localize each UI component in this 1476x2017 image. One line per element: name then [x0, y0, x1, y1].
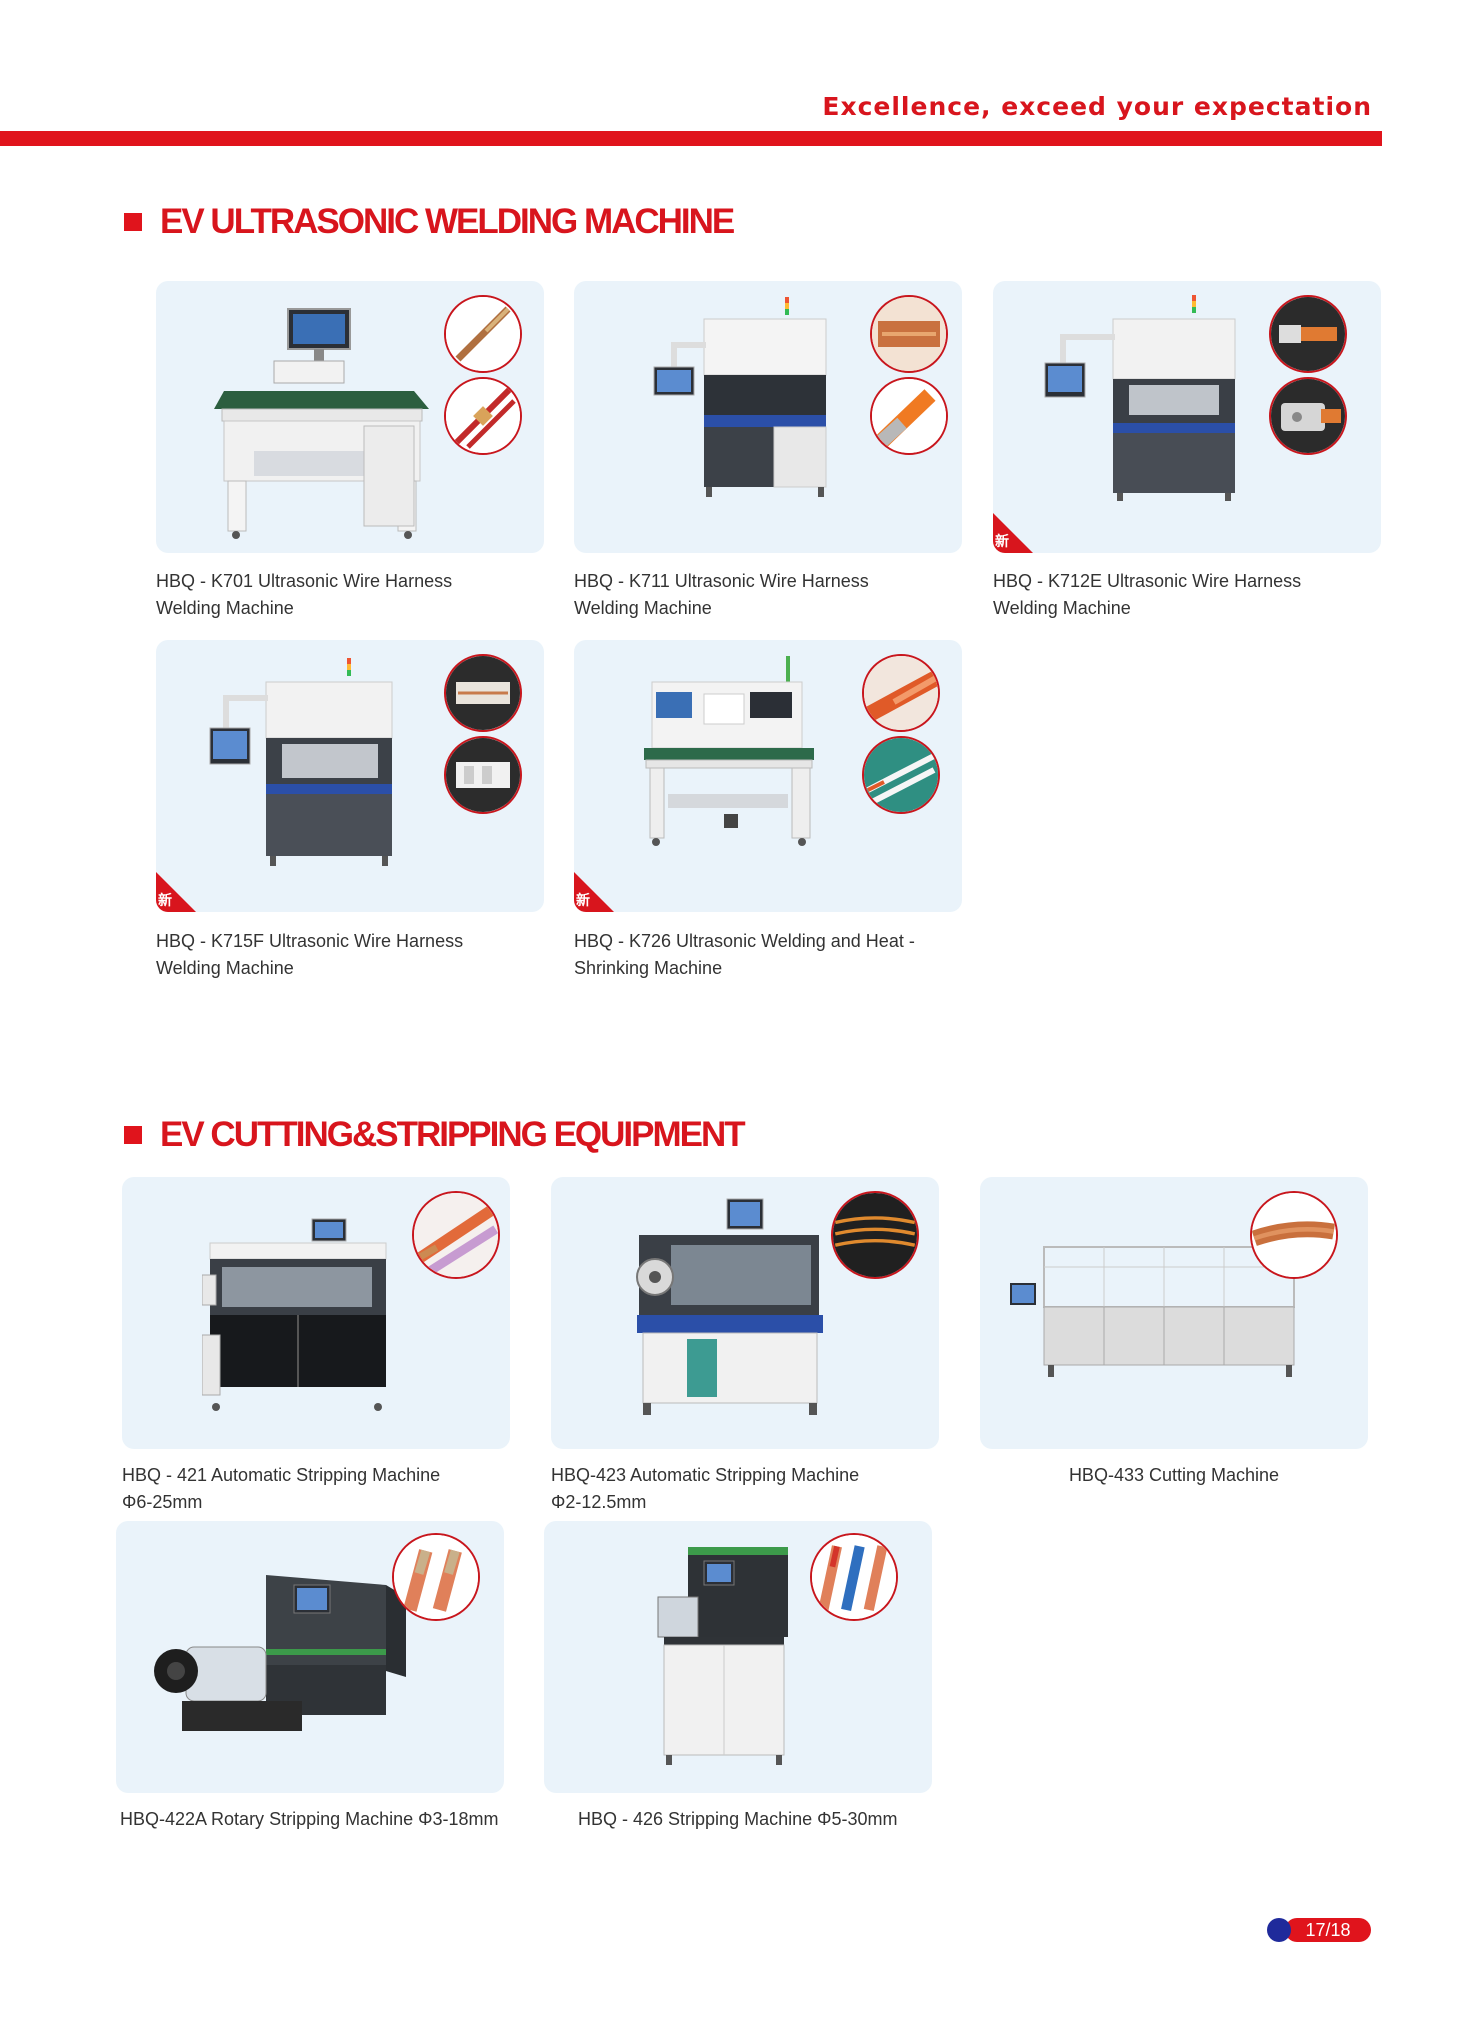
new-badge-label: 新 — [995, 534, 1009, 550]
caption-line2: Φ6-25mm — [122, 1492, 203, 1512]
machine-image — [1044, 295, 1236, 501]
detail-photo — [831, 1191, 919, 1279]
detail-photo-bottom — [870, 377, 948, 455]
product-card-k712e[interactable]: 新 — [993, 281, 1381, 553]
title-square-icon — [124, 1126, 142, 1144]
caption-line1: HBQ - K701 Ultrasonic Wire Harness — [156, 571, 453, 591]
product-card-k701[interactable] — [156, 281, 544, 553]
detail-photo-top — [1269, 295, 1347, 373]
new-badge: 新 — [156, 872, 196, 912]
new-badge: 新 — [993, 513, 1033, 553]
caption-line1: HBQ-422A Rotary Stripping Machine Φ3-18m… — [120, 1809, 499, 1829]
caption-line1: HBQ-423 Automatic Stripping Machine — [551, 1465, 860, 1485]
machine-image — [636, 1198, 823, 1415]
caption-line2: Welding Machine — [993, 598, 1131, 618]
machine-image — [214, 308, 429, 539]
caption-line1: HBQ - K715F Ultrasonic Wire Harness — [156, 931, 464, 951]
machine-image — [1010, 1246, 1295, 1377]
detail-photo-bottom — [1269, 377, 1347, 455]
product-caption: HBQ-423 Automatic Stripping Machine Φ2-1… — [551, 1462, 859, 1516]
product-caption: HBQ-422A Rotary Stripping Machine Φ3-18m… — [120, 1806, 499, 1833]
product-caption: HBQ - K701 Ultrasonic Wire Harness Weldi… — [156, 568, 452, 622]
header-red-bar — [0, 131, 1382, 146]
product-caption: HBQ - K711 Ultrasonic Wire Harness Weldi… — [574, 568, 869, 622]
machine-image — [644, 656, 814, 846]
machine-image — [653, 297, 827, 497]
caption-line1: HBQ - K711 Ultrasonic Wire Harness — [574, 571, 869, 591]
caption-line1: HBQ - K712E Ultrasonic Wire Harness — [993, 571, 1302, 591]
page-dot-icon — [1267, 1918, 1291, 1942]
product-card-426[interactable] — [544, 1521, 932, 1793]
header-tagline: Excellence, exceed your expectation — [822, 92, 1372, 121]
product-caption: HBQ - K712E Ultrasonic Wire Harness Weld… — [993, 568, 1301, 622]
product-card-421[interactable] — [122, 1177, 510, 1449]
new-badge-label: 新 — [576, 893, 590, 909]
product-caption: HBQ - K726 Ultrasonic Welding and Heat -… — [574, 928, 915, 982]
product-caption: HBQ-433 Cutting Machine — [980, 1462, 1368, 1489]
product-caption: HBQ - 426 Stripping Machine Φ5-30mm — [578, 1806, 898, 1833]
machine-image — [209, 658, 393, 866]
product-card-422a[interactable] — [116, 1521, 504, 1793]
detail-photo-bottom — [862, 736, 940, 814]
page-number: 17/18 — [1285, 1918, 1371, 1942]
title-square-icon — [124, 213, 142, 231]
section-title-cutting: EV CUTTING&STRIPPING EQUIPMENT — [124, 1115, 746, 1155]
product-card-433[interactable] — [980, 1177, 1368, 1449]
detail-photo — [412, 1191, 500, 1279]
caption-line2: Φ2-12.5mm — [551, 1492, 647, 1512]
caption-line1: HBQ - K726 Ultrasonic Welding and Heat - — [574, 931, 915, 951]
detail-photo-bottom — [444, 377, 522, 455]
caption-line1: HBQ - 421 Automatic Stripping Machine — [122, 1465, 441, 1485]
caption-line2: Welding Machine — [156, 598, 294, 618]
machine-image — [154, 1575, 406, 1731]
caption-line2: Welding Machine — [156, 958, 294, 978]
section-title-welding: EV ULTRASONIC WELDING MACHINE — [124, 202, 735, 242]
caption-line1: HBQ-433 Cutting Machine — [1068, 1465, 1280, 1485]
product-card-k715f[interactable]: 新 — [156, 640, 544, 912]
caption-line2: Welding Machine — [574, 598, 712, 618]
machine-image — [657, 1547, 788, 1765]
page-number-badge: 17/18 — [1267, 1918, 1371, 1942]
section-title-text: EV CUTTING&STRIPPING EQUIPMENT — [160, 1115, 746, 1154]
product-caption: HBQ - 421 Automatic Stripping Machine Φ6… — [122, 1462, 440, 1516]
product-card-423[interactable] — [551, 1177, 939, 1449]
section-title-text: EV ULTRASONIC WELDING MACHINE — [160, 202, 735, 241]
product-card-k711[interactable] — [574, 281, 962, 553]
detail-photo — [1250, 1191, 1338, 1279]
detail-photo — [810, 1533, 898, 1621]
product-card-k726[interactable]: 新 — [574, 640, 962, 912]
machine-image — [202, 1218, 387, 1411]
caption-line2: Shrinking Machine — [574, 958, 723, 978]
new-badge-label: 新 — [158, 893, 172, 909]
detail-photo-bottom — [444, 736, 522, 814]
detail-photo — [392, 1533, 480, 1621]
detail-photo-top — [870, 295, 948, 373]
new-badge: 新 — [574, 872, 614, 912]
detail-photo-top — [444, 295, 522, 373]
detail-photo-top — [862, 654, 940, 732]
caption-line1: HBQ - 426 Stripping Machine Φ5-30mm — [578, 1809, 898, 1829]
product-caption: HBQ - K715F Ultrasonic Wire Harness Weld… — [156, 928, 463, 982]
detail-photo-top — [444, 654, 522, 732]
